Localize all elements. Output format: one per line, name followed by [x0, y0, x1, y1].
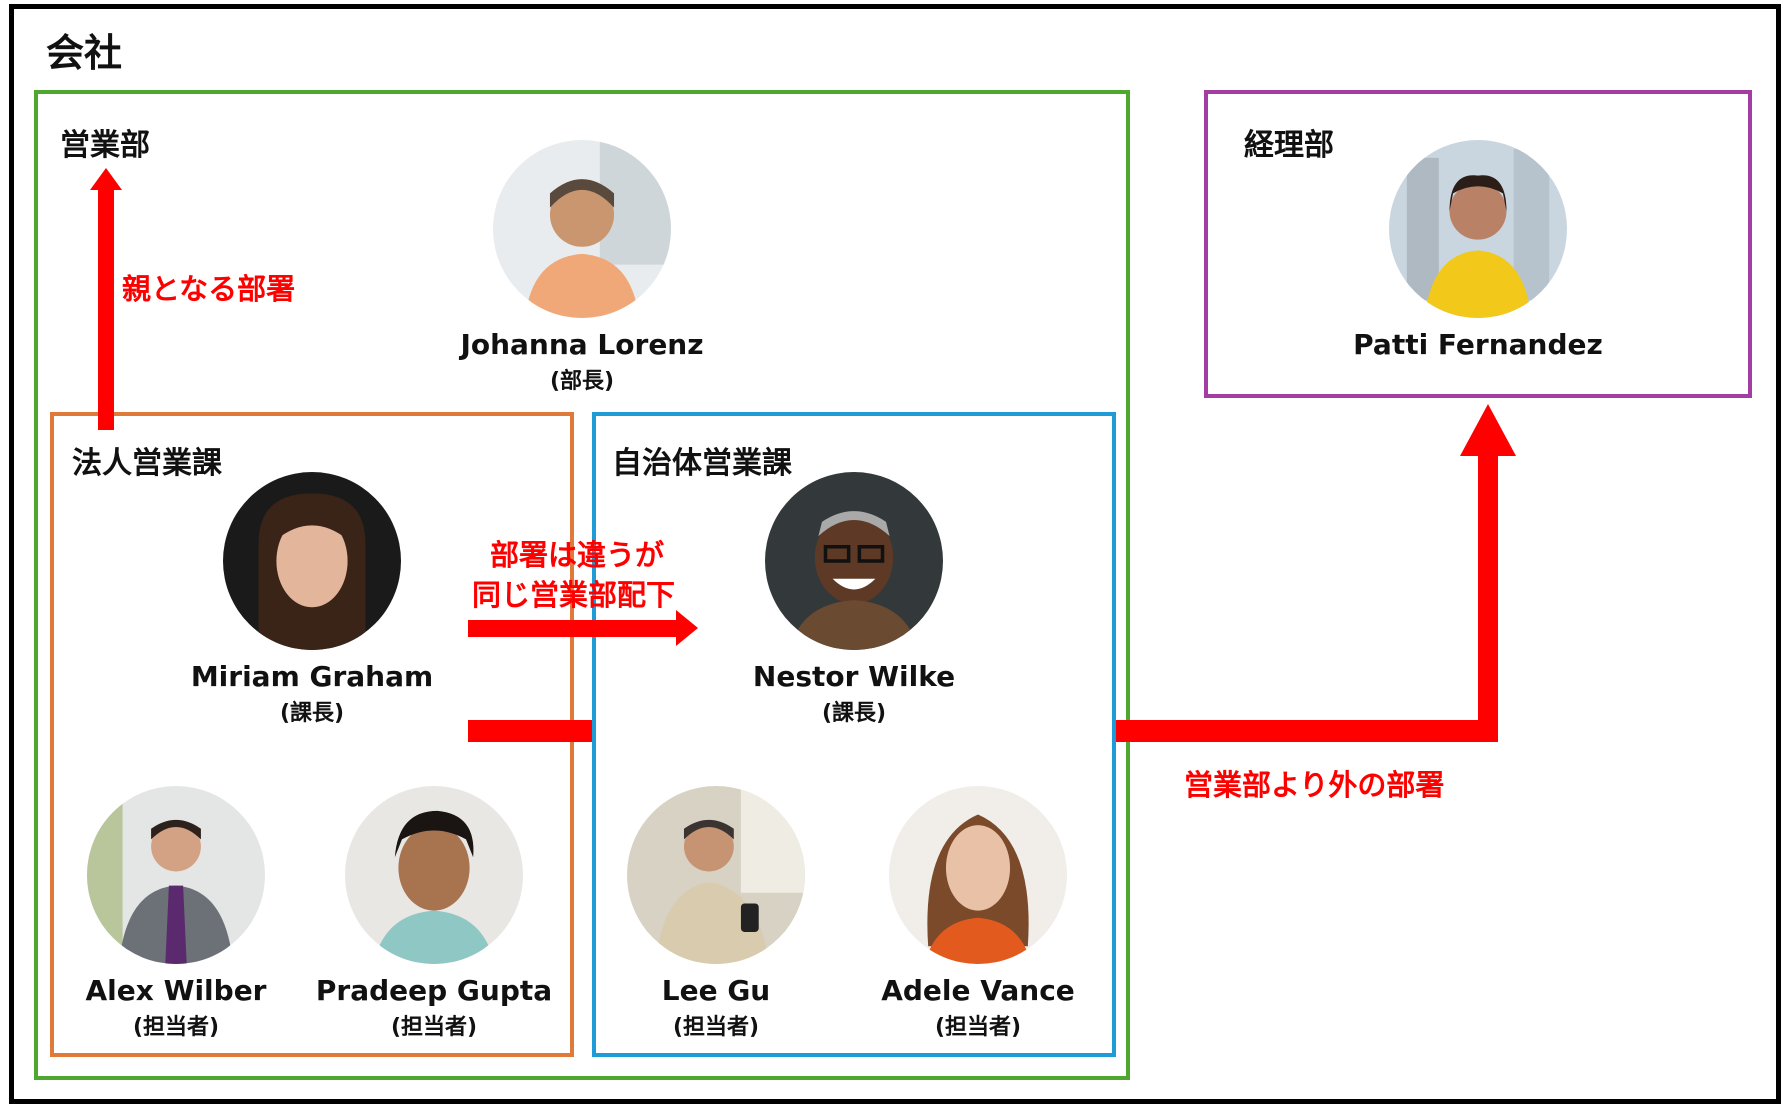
person-lee: Lee Gu (担当者) — [546, 786, 886, 1041]
accounting-department-label: 経理部 — [1244, 128, 1334, 163]
avatar — [493, 140, 671, 318]
person-nestor: Nestor Wilke (課長) — [684, 472, 1024, 727]
person-name: Nestor Wilke — [752, 660, 956, 693]
person-pradeep: Pradeep Gupta (担当者) — [264, 786, 604, 1041]
person-name: Pradeep Gupta — [315, 974, 553, 1007]
parent-department-annotation: 親となる部署 — [122, 272, 296, 306]
person-johanna: Johanna Lorenz (部長) — [412, 140, 752, 395]
person-role: (課長) — [821, 701, 887, 726]
accounting-department-box — [1204, 90, 1752, 398]
avatar — [223, 472, 401, 650]
person-name: Patti Fernandez — [1353, 328, 1603, 361]
parent-arrow-head — [90, 168, 122, 190]
person-adele: Adele Vance (担当者) — [808, 786, 1148, 1041]
person-name: Lee Gu — [661, 974, 771, 1007]
person-name: Johanna Lorenz — [460, 328, 704, 361]
person-role: (担当者) — [390, 1015, 478, 1040]
avatar — [1389, 140, 1567, 318]
person-alex: Alex Wilber (担当者) — [6, 786, 346, 1041]
avatar — [87, 786, 265, 964]
outside-department-annotation: 営業部より外の部署 — [1184, 768, 1445, 802]
person-role: (担当者) — [132, 1015, 220, 1040]
person-name: Alex Wilber — [85, 974, 267, 1007]
sibling-annotation-line2: 同じ営業部配下 — [472, 578, 676, 612]
corporate-sales-label: 法人営業課 — [72, 446, 222, 481]
sibling-annotation-line1: 部署は違うが — [490, 538, 665, 572]
person-patti: Patti Fernandez — [1308, 140, 1648, 363]
sales-department-box — [34, 90, 1130, 1080]
avatar — [765, 472, 943, 650]
parent-arrow-shaft — [98, 186, 114, 430]
avatar — [889, 786, 1067, 964]
company-frame — [9, 4, 1781, 1104]
outside-arrow-head — [1460, 404, 1516, 456]
person-role: (課長) — [279, 701, 345, 726]
municipal-sales-box — [592, 412, 1116, 1057]
outside-arrow-horizontal — [1116, 720, 1498, 742]
municipal-sales-label: 自治体営業課 — [612, 446, 792, 481]
sibling-arrow-shaft — [468, 620, 680, 637]
outside-arrow-vertical — [1478, 452, 1498, 742]
person-role: (担当者) — [934, 1015, 1022, 1040]
link-bar — [468, 720, 592, 742]
sales-department-label: 営業部 — [60, 128, 150, 163]
company-title: 会社 — [46, 31, 123, 75]
person-miriam: Miriam Graham (課長) — [142, 472, 482, 727]
person-name: Adele Vance — [881, 974, 1075, 1007]
person-name: Miriam Graham — [190, 660, 434, 693]
avatar — [345, 786, 523, 964]
sibling-arrow-head — [676, 610, 698, 646]
avatar — [627, 786, 805, 964]
person-role: (担当者) — [672, 1015, 760, 1040]
person-role: (部長) — [549, 369, 615, 394]
